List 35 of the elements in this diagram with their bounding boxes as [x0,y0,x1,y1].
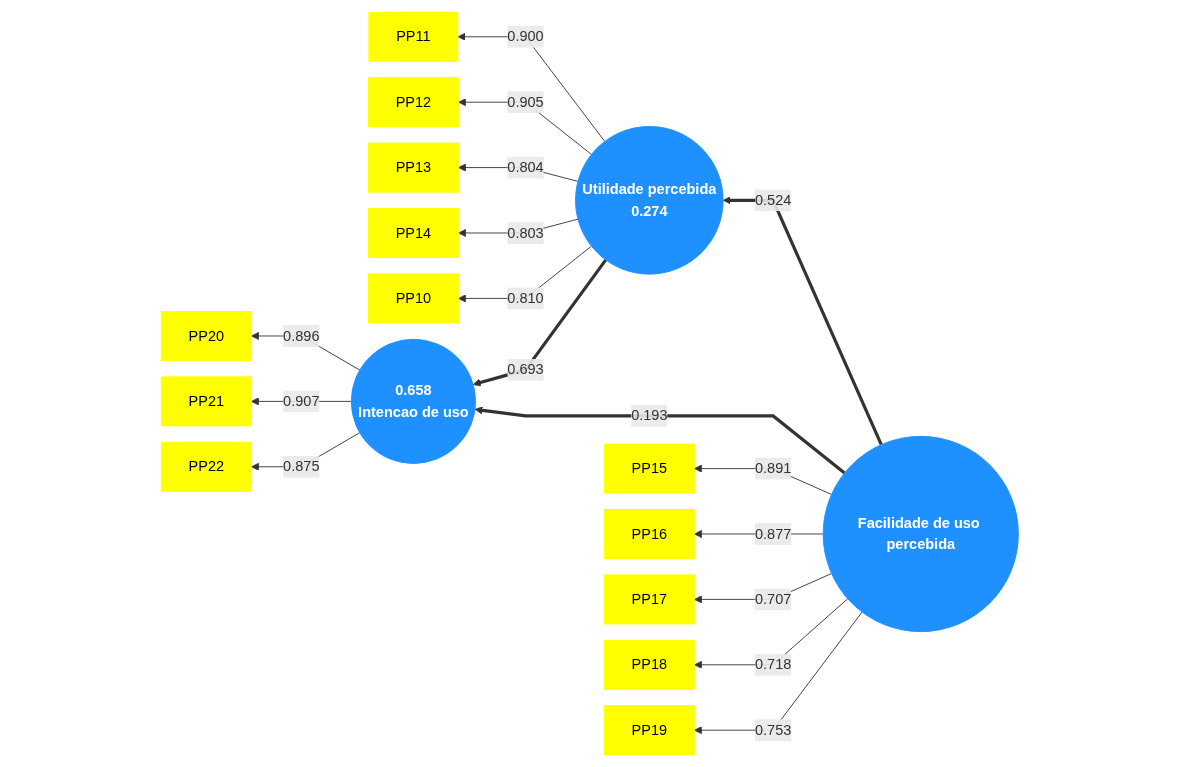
node-box: PP20 [160,311,252,361]
edge-label: 0.896 [283,327,320,344]
edge-label: 0.877 [755,525,792,542]
node-box: PP21 [160,376,252,427]
node-circle: Utilidade percebida 0.274 [575,126,724,275]
edge-label: 0.707 [755,591,792,607]
node-box: PP13 [368,142,460,193]
arrow [722,196,883,446]
node-box: PP16 [604,509,695,559]
edge-label: 0.875 [283,458,320,475]
edge-label: 0.524 [755,192,792,208]
edge-label: 0.905 [507,94,544,110]
node-box: PP14 [368,208,460,258]
node-box: PP10 [368,273,460,324]
node-box: PP17 [604,574,695,625]
node-box: PP11 [368,11,459,62]
edge-label: 0.891 [755,460,792,476]
arrow [474,406,846,475]
edge-label: 0.907 [283,393,320,409]
edge-label: 0.193 [631,407,668,424]
node-box: PP15 [604,443,695,494]
edge-label: 0.753 [755,722,792,738]
node-box: PP22 [160,441,252,492]
node-circle: 0.658 Intencao de uso [350,338,477,464]
edge-label: 0.693 [507,361,544,378]
edge-label: 0.718 [755,656,792,673]
node-box: PP18 [604,639,695,690]
node-circle: Facilidade de uso percebida [822,435,1020,633]
node-box: PP12 [368,77,460,128]
node-box: PP19 [604,705,695,756]
edge-label: 0.810 [507,290,544,306]
edge-label: 0.803 [507,224,544,241]
edge-label: 0.804 [507,159,544,175]
arrow [473,259,608,387]
edge-label: 0.900 [507,28,544,45]
